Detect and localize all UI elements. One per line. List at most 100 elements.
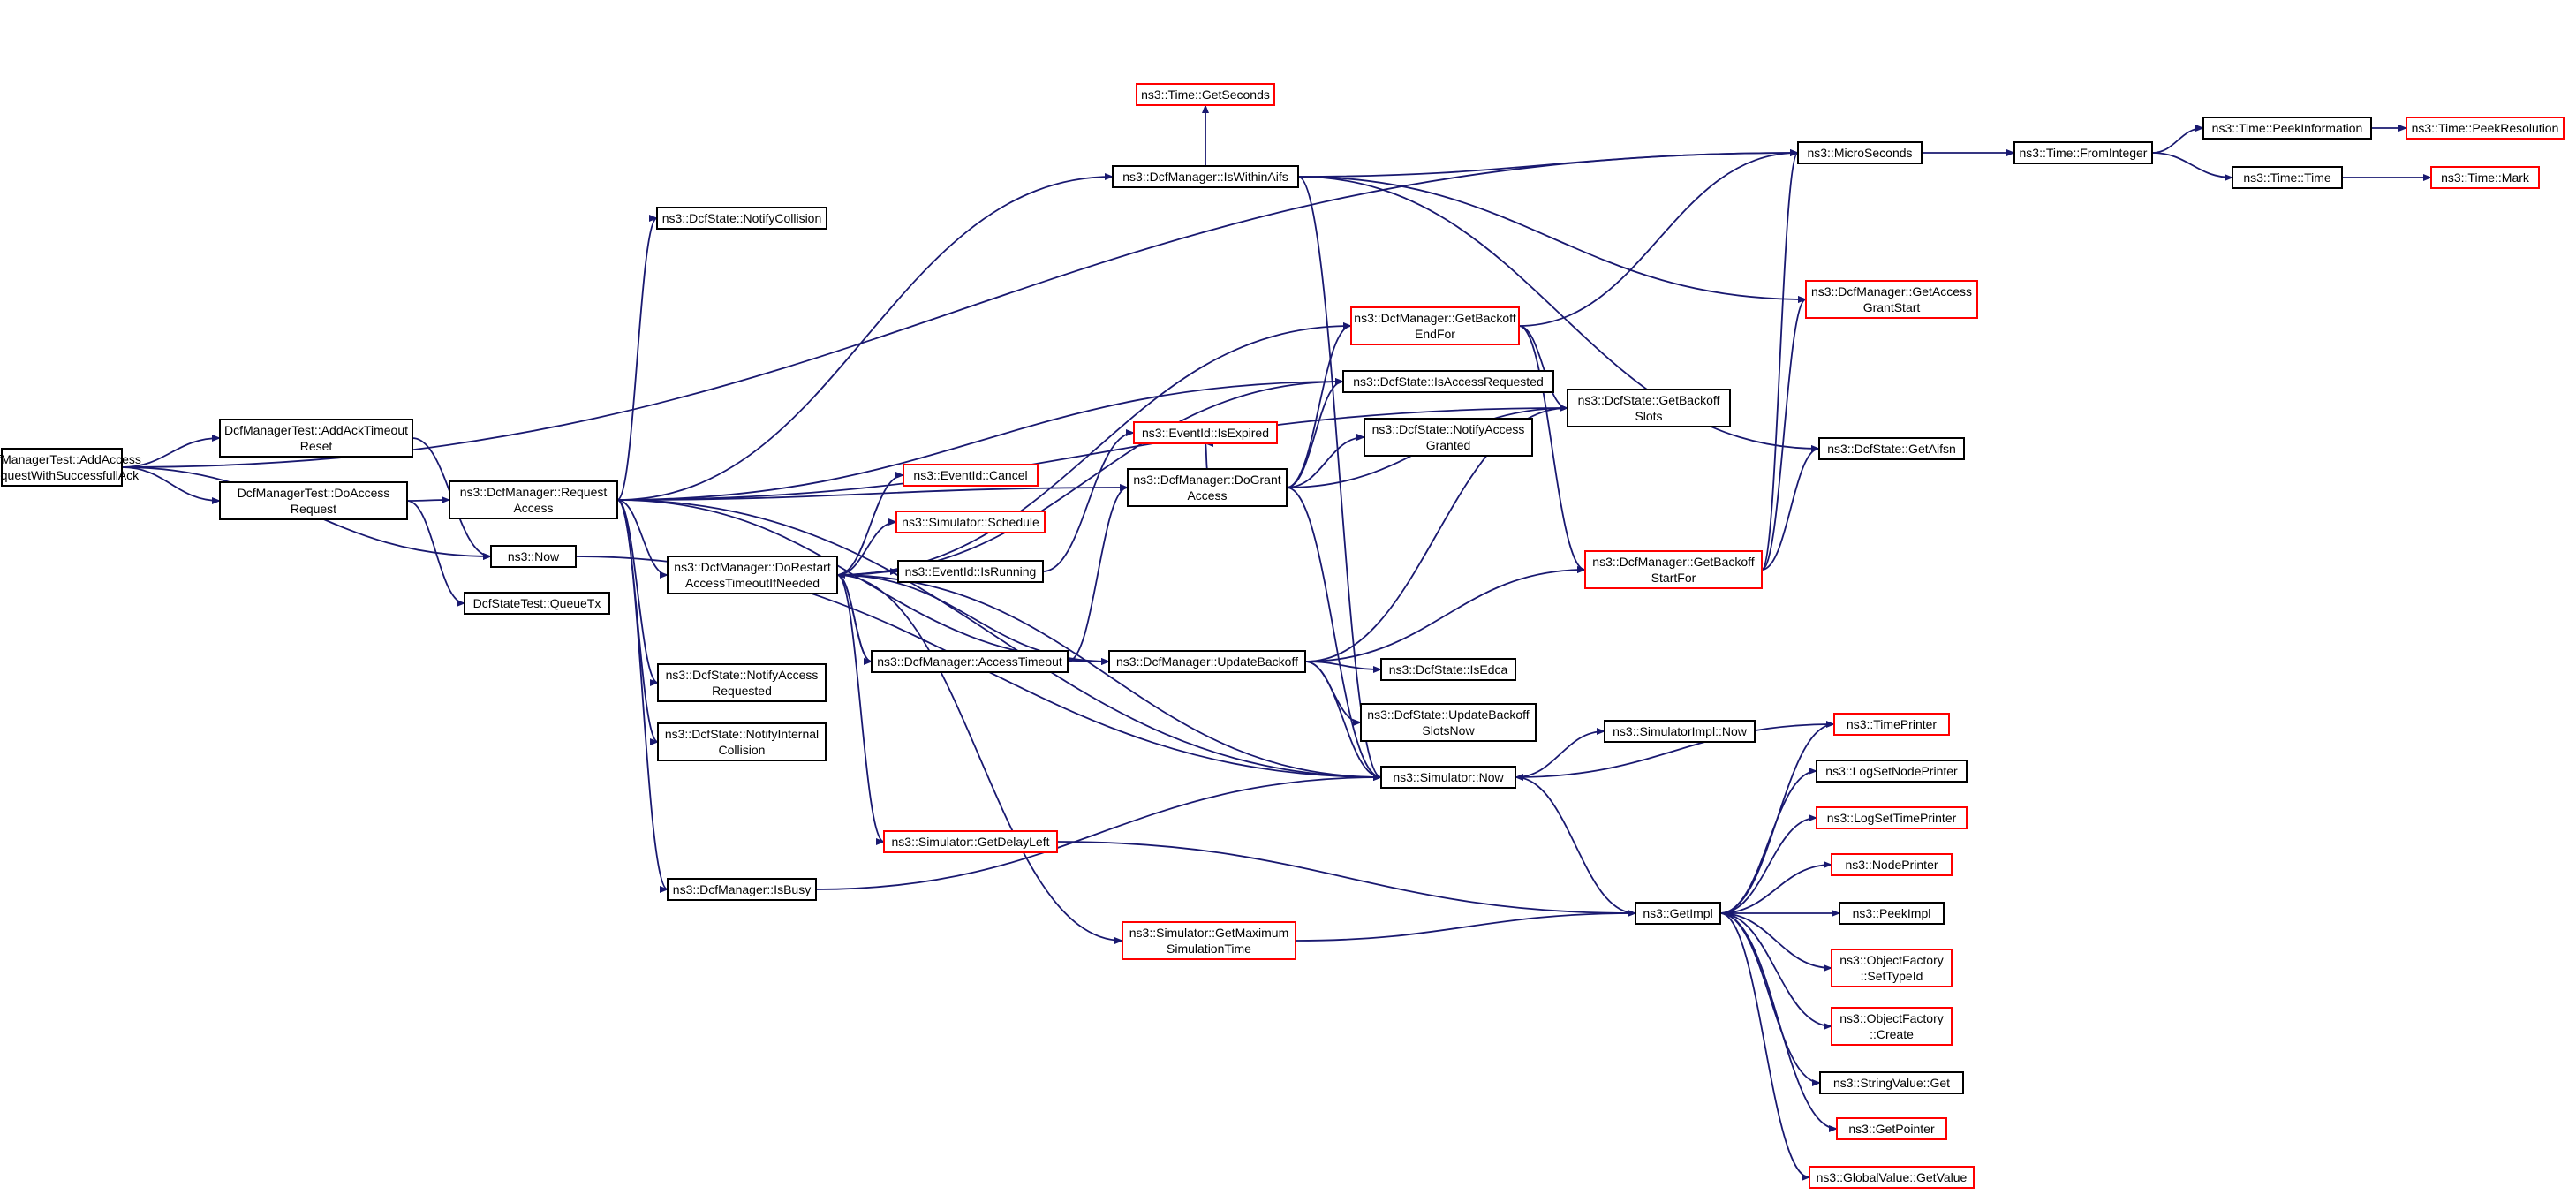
node-box (2232, 166, 2343, 189)
node-accessTimeout[interactable]: ns3::DcfManager::AccessTimeout (871, 650, 1069, 673)
node-label-line: Access (513, 501, 553, 515)
node-box (1604, 720, 1756, 743)
node-notifyCollision[interactable]: ns3::DcfState::NotifyCollision (656, 207, 827, 230)
edge-getImpl-to-stringValueGet (1719, 912, 1821, 1086)
node-label-line: ns3::MicroSeconds (1807, 146, 1912, 160)
node-label-line: ns3::EventId::IsRunning (905, 564, 1037, 579)
edge-getImpl-to-globalValueGetValue (1719, 912, 1810, 1181)
node-box (1635, 902, 1721, 925)
node-box (656, 207, 827, 230)
node-box (464, 592, 610, 615)
node-label-line: ns3::Simulator::Schedule (902, 515, 1039, 529)
node-label-line: ns3::DcfState::NotifyInternal (665, 727, 819, 741)
node-peekImpl[interactable]: ns3::PeekImpl (1839, 902, 1945, 925)
node-box (1831, 853, 1953, 876)
node-peekInformation[interactable]: ns3::Time::PeekInformation (2202, 117, 2372, 140)
node-isEdca[interactable]: ns3::DcfState::IsEdca (1380, 658, 1516, 681)
node-label-line: Slots (1635, 409, 1662, 423)
edge-getImpl-to-objFactoryCreate (1719, 912, 1832, 1030)
edge-isWithinAifs-to-simulatorNow (1297, 176, 1382, 781)
node-timeTime[interactable]: ns3::Time::Time (2232, 166, 2343, 189)
edge-getBackoffEndFor-to-microSeconds (1518, 149, 1799, 327)
edge-root-to-addAckTimeoutReset (121, 435, 221, 468)
node-updateBackoff[interactable]: ns3::DcfManager::UpdateBackoff (1108, 650, 1306, 673)
node-doRestart[interactable]: ns3::DcfManager::DoRestartAccessTimeoutI… (667, 556, 838, 594)
node-isWithinAifs[interactable]: ns3::DcfManager::IsWithinAifs (1112, 165, 1299, 188)
edge-simulatorNow-to-simImplNow (1515, 728, 1605, 778)
node-globalValueGetValue[interactable]: ns3::GlobalValue::GetValue (1809, 1166, 1975, 1189)
node-box (1819, 1071, 1964, 1094)
node-label-line: EndFor (1415, 327, 1455, 341)
node-microSeconds[interactable]: ns3::MicroSeconds (1797, 141, 1923, 164)
node-now[interactable]: ns3::Now (490, 545, 577, 568)
node-box (897, 560, 1044, 583)
node-timeGetSeconds[interactable]: ns3::Time::GetSeconds (1136, 83, 1275, 106)
edge-doGrantAccess-to-isExpired (1205, 440, 1214, 470)
node-label-line: ns3::DcfManager::DoRestart (674, 560, 831, 574)
node-label-line: ns3::DcfState::IsEdca (1389, 662, 1508, 677)
node-label-line: ns3::LogSetNodePrinter (1825, 764, 1958, 778)
edge-doRestart-to-getDelayLeft (836, 574, 885, 845)
node-getDelayLeft[interactable]: ns3::Simulator::GetDelayLeft (883, 830, 1058, 853)
node-isAccessRequested[interactable]: ns3::DcfState::IsAccessRequested (1342, 370, 1554, 393)
node-peekResolution[interactable]: ns3::Time::PeekResolution (2406, 117, 2565, 140)
node-simImplNow[interactable]: ns3::SimulatorImpl::Now (1604, 720, 1756, 743)
edge-updateBackoff-to-getBackoffStartFor (1304, 566, 1586, 662)
edge-timeFromInteger-to-timeTime (2151, 152, 2233, 181)
node-box (1839, 902, 1945, 925)
node-nodePrinter[interactable]: ns3::NodePrinter (1831, 853, 1953, 876)
node-timeMark[interactable]: ns3::Time::Mark (2430, 166, 2540, 189)
node-label-line: DcfManagerTest::DoAccess (238, 486, 390, 500)
node-box (1350, 306, 1520, 345)
node-getAifsn[interactable]: ns3::DcfState::GetAifsn (1818, 437, 1965, 460)
node-getPointer[interactable]: ns3::GetPointer (1836, 1117, 1947, 1140)
node-objFactorySetTypeId[interactable]: ns3::ObjectFactory::SetTypeId (1831, 949, 1953, 987)
node-box (1831, 949, 1953, 987)
node-label-line: ns3::GetImpl (1643, 906, 1712, 920)
node-isBusy[interactable]: ns3::DcfManager::IsBusy (667, 878, 817, 901)
node-label-line: ns3::ObjectFactory (1839, 953, 1944, 967)
node-label-line: ns3::DcfManager::GetBackoff (1354, 311, 1515, 325)
edge-getImpl-to-logSetNodePrinter (1719, 768, 1817, 914)
node-box (219, 419, 413, 458)
node-objFactoryCreate[interactable]: ns3::ObjectFactory::Create (1831, 1007, 1953, 1046)
node-isRunning[interactable]: ns3::EventId::IsRunning (897, 560, 1044, 583)
node-box (1818, 437, 1965, 460)
node-box (895, 511, 1046, 533)
edge-doRestart-to-getMaxSimTime (836, 574, 1123, 944)
node-getImpl[interactable]: ns3::GetImpl (1635, 902, 1721, 925)
node-stringValueGet[interactable]: ns3::StringValue::Get (1819, 1071, 1964, 1094)
node-label-line: ns3::NodePrinter (1845, 858, 1938, 872)
node-isExpired[interactable]: ns3::EventId::IsExpired (1133, 421, 1278, 444)
node-schedule[interactable]: ns3::Simulator::Schedule (895, 511, 1046, 533)
node-logSetNodePrinter[interactable]: ns3::LogSetNodePrinter (1816, 760, 1968, 783)
node-label-line: SimulationTime (1167, 942, 1251, 956)
node-label-line: AccessTimeoutIfNeeded (685, 576, 820, 590)
node-simulatorNow[interactable]: ns3::Simulator::Now (1380, 766, 1516, 789)
edge-doAccessRequest-to-requestAccess (406, 496, 450, 504)
node-timePrinter[interactable]: ns3::TimePrinter (1833, 713, 1950, 736)
node-label-line: ns3::SimulatorImpl::Now (1613, 724, 1748, 738)
node-label-line: Granted (1426, 438, 1471, 452)
edge-getBackoffStartFor-to-microSeconds (1761, 149, 1799, 571)
node-box (1833, 713, 1950, 736)
node-queueTx[interactable]: DcfStateTest::QueueTx (464, 592, 610, 615)
node-root[interactable]: DcfManagerTest::AddAccessRequestWithSucc… (0, 448, 141, 487)
node-timeFromInteger[interactable]: ns3::Time::FromInteger (2013, 141, 2153, 164)
node-logSetTimePrinter[interactable]: ns3::LogSetTimePrinter (1816, 806, 1968, 829)
node-eventCancel[interactable]: ns3::EventId::Cancel (903, 464, 1039, 487)
node-box (667, 556, 838, 594)
